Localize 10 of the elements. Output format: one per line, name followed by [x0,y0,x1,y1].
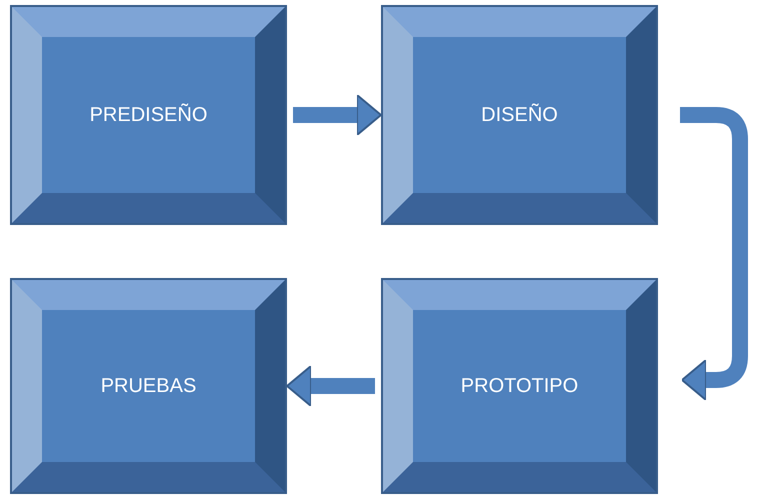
beveled-box [381,5,658,225]
box-label: PRUEBAS [100,374,196,398]
block-arrow [293,94,382,136]
box-label: PREDISEÑO [90,104,208,126]
box-label: PROTOTIPO [460,374,578,398]
beveled-box [10,278,287,494]
beveled-box [381,278,658,494]
box-label: DISEÑO [481,104,558,126]
beveled-box [10,5,287,225]
block-arrow [286,365,375,407]
